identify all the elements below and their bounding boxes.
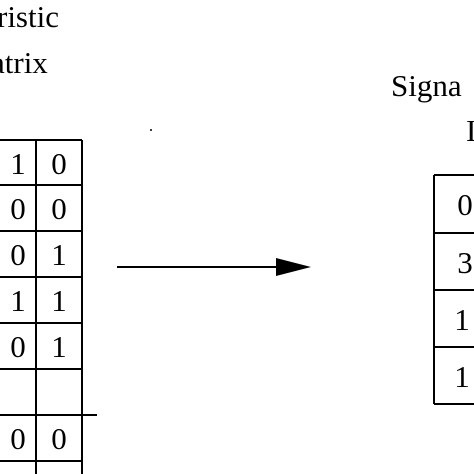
left-cell-r2-c2: 0 (51, 191, 67, 226)
left-cell-r1-c2: 0 (51, 145, 67, 181)
right-cell-r4: 1 (454, 358, 470, 394)
left-cell-r3-c2: 1 (51, 237, 67, 272)
left-cell-r5-c1: 0 (10, 329, 26, 364)
left-matrix-grid (0, 139, 97, 474)
right-cell-r3: 1 (454, 301, 470, 337)
left-cell-r1-c1: 1 (10, 145, 26, 181)
left-cell-r3-c1: 0 (10, 237, 26, 272)
left-cell-r5-c2: 1 (51, 329, 67, 364)
right-matrix-title-line2: I (466, 113, 474, 148)
arrow (117, 258, 311, 276)
left-cell-r2-c1: 0 (10, 191, 26, 226)
right-cell-r1: 0 (457, 187, 473, 222)
right-matrix-title-line1: Signa (391, 68, 462, 103)
left-cell-r6-c1: 0 (10, 421, 26, 456)
left-cell-r4-c2: 1 (51, 283, 67, 318)
left-cell-r4-c1: 1 (10, 283, 26, 318)
right-cell-r2: 3 (457, 244, 473, 280)
right-matrix-grid (433, 174, 474, 405)
stray-dot (150, 129, 152, 131)
left-matrix-title-line1: ristic (0, 0, 59, 34)
left-matrix-title-line2: atrix (0, 45, 48, 80)
left-cell-r6-c2: 0 (51, 421, 67, 456)
